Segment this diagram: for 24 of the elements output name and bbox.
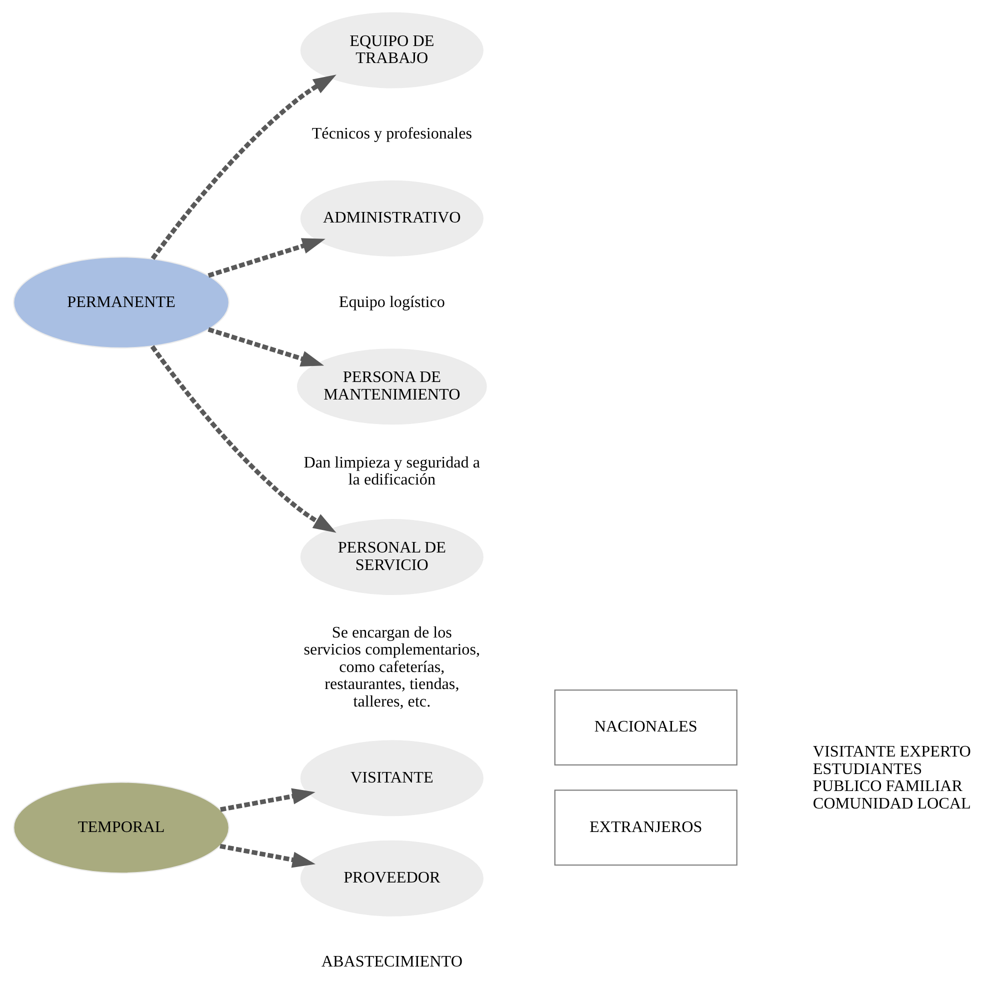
arrow xyxy=(220,788,315,812)
arrow xyxy=(207,238,325,278)
label: PUBLICO FAMILIAR xyxy=(812,778,962,796)
label: COMUNIDAD LOCAL xyxy=(812,795,970,812)
node-box: EXTRANJEROS xyxy=(554,790,737,866)
node-ellipse: PERMANENTE xyxy=(12,256,230,349)
node-ellipse: PERSONAL DE SERVICIO xyxy=(300,519,483,596)
node-ellipse: TEMPORAL xyxy=(12,782,230,874)
node-ellipse: PERSONA DE MANTENIMIENTO xyxy=(296,348,486,425)
node-label: Se encargan de los servicios complementarios, como cafeterías, restaurantes, tiendas, talleres, etc. xyxy=(303,624,480,710)
node-label: Técnicos y profesionales xyxy=(311,126,472,143)
node-label: Equipo logístico xyxy=(338,294,444,311)
node-ellipse: VISITANTE xyxy=(300,740,483,816)
arrow xyxy=(150,74,336,260)
node-box: NACIONALES xyxy=(554,689,737,766)
node-ellipse: EQUIPO DE TRABAJO xyxy=(300,12,483,88)
node-label: Dan limpieza y seguridad a la edificación xyxy=(303,454,480,489)
arrow xyxy=(150,345,336,533)
node-ellipse: PROVEEDOR xyxy=(300,840,483,916)
arrow xyxy=(207,327,324,366)
node-label: ABASTECIMIENTO xyxy=(320,954,462,971)
label: ESTUDIANTES xyxy=(812,760,922,778)
label: VISITANTE EXPERTO xyxy=(812,743,970,760)
arrow xyxy=(219,844,315,868)
